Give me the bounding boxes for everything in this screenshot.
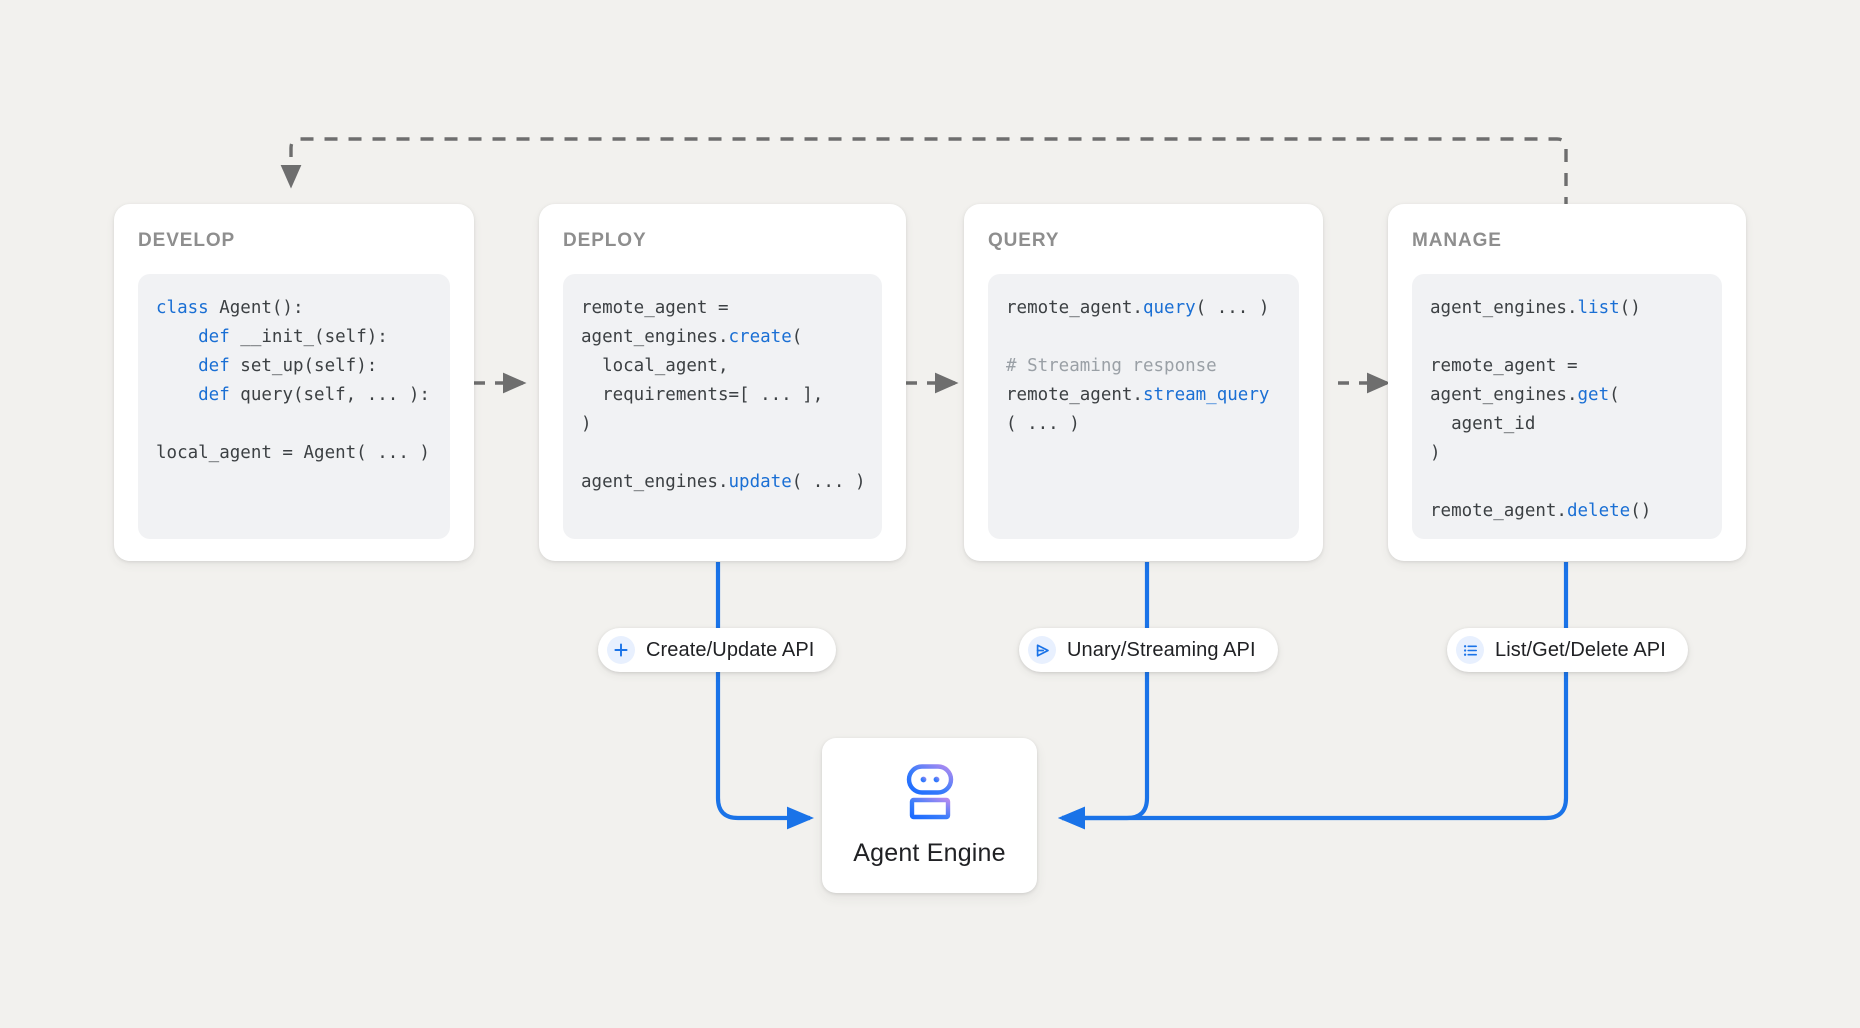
api-pill-label: List/Get/Delete API xyxy=(1495,638,1666,661)
feedback-loop-connector xyxy=(280,137,1568,210)
query-to-engine-connector xyxy=(1057,562,1150,830)
api-pill-create-update[interactable]: Create/Update API xyxy=(598,628,837,672)
stage-title-develop: DEVELOP xyxy=(138,230,236,251)
list-icon xyxy=(1456,636,1484,664)
api-pill-list-get-delete[interactable]: List/Get/Delete API xyxy=(1447,628,1688,672)
stage-card-deploy[interactable]: DEPLOY remote_agent = agent_engines.crea… xyxy=(539,204,906,561)
stage-title-deploy: DEPLOY xyxy=(563,230,647,251)
stage-title-query: QUERY xyxy=(988,230,1060,251)
manage-to-engine-connector xyxy=(1057,562,1569,830)
send-triangle-icon xyxy=(1028,636,1056,664)
code-panel-query: remote_agent.query( ... ) # Streaming re… xyxy=(988,274,1299,539)
code-panel-develop: class Agent(): def __init_(self): def se… xyxy=(138,274,450,539)
code-panel-deploy: remote_agent = agent_engines.create( loc… xyxy=(563,274,882,539)
api-pill-label: Unary/Streaming API xyxy=(1067,638,1256,661)
plus-icon xyxy=(607,636,635,664)
robot-icon xyxy=(899,763,961,821)
code-panel-manage: agent_engines.list() remote_agent = agen… xyxy=(1412,274,1722,539)
stage-card-manage[interactable]: MANAGE agent_engines.list() remote_agent… xyxy=(1388,204,1746,561)
agent-engine-node[interactable]: Agent Engine xyxy=(822,738,1037,893)
stage-card-query[interactable]: QUERY remote_agent.query( ... ) # Stream… xyxy=(964,204,1323,561)
api-pill-label: Create/Update API xyxy=(646,638,815,661)
stage-title-manage: MANAGE xyxy=(1412,230,1502,251)
deploy-to-engine-connector xyxy=(715,562,815,830)
api-pill-unary-streaming[interactable]: Unary/Streaming API xyxy=(1019,628,1278,672)
agent-engine-label: Agent Engine xyxy=(853,839,1006,867)
stage-card-develop[interactable]: DEVELOP class Agent(): def __init_(self)… xyxy=(114,204,474,561)
